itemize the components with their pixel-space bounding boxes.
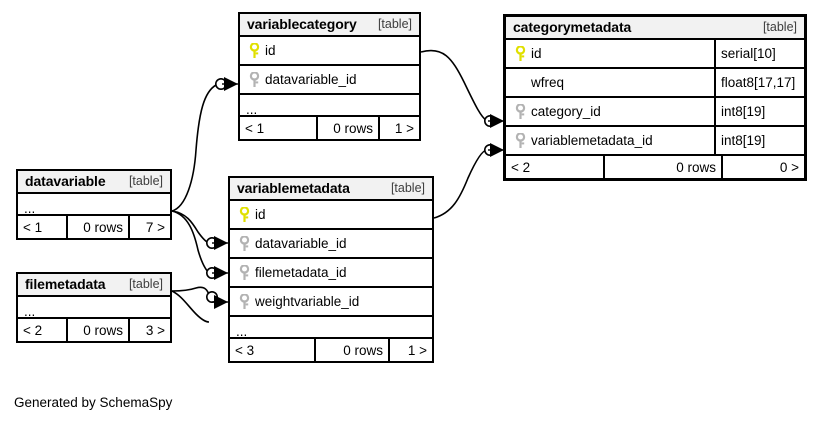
table-footer: < 1 0 rows 1 > xyxy=(240,117,419,139)
primary-key-icon xyxy=(512,45,529,62)
table-title: datavariable xyxy=(25,173,106,189)
footer-row-count: 0 rows xyxy=(603,156,721,178)
table-row[interactable]: wfreq float8[17,17] xyxy=(506,69,804,98)
table-row[interactable]: variablemetadata_id int8[19] xyxy=(506,127,804,156)
column-name: wfreq xyxy=(531,75,565,90)
table-header: datavariable [table] xyxy=(18,171,170,194)
footer-left-count[interactable]: < 3 xyxy=(235,342,255,358)
table-type-tag: [table] xyxy=(128,277,163,291)
footer-right-count[interactable]: 1 > xyxy=(378,117,419,139)
footer-right-count[interactable]: 1 > xyxy=(388,339,432,361)
footer-row-count: 0 rows xyxy=(66,319,128,341)
column-name: id xyxy=(531,46,542,61)
footer-row-count: 0 rows xyxy=(314,339,388,361)
ellipsis-label: ... xyxy=(24,304,36,319)
column-name: variablemetadata_id xyxy=(531,133,653,148)
footer-left-count[interactable]: < 2 xyxy=(511,159,531,175)
table-footer: < 1 0 rows 7 > xyxy=(18,216,170,238)
footer-right-count[interactable]: 0 > xyxy=(721,156,804,178)
table-header: variablemetadata [table] xyxy=(230,178,432,201)
column-cell: wfreq xyxy=(506,75,714,90)
table-footer: < 3 0 rows 1 > xyxy=(230,339,432,361)
foreign-key-icon xyxy=(236,293,253,310)
table-title: categorymetadata xyxy=(513,19,632,35)
table-type-tag: [table] xyxy=(762,20,797,34)
table-datavariable[interactable]: datavariable [table] ... < 1 0 rows 7 > xyxy=(16,169,172,240)
foreign-key-icon xyxy=(236,235,253,252)
table-variablecategory[interactable]: variablecategory [table] id xyxy=(238,12,421,141)
footer-left-count[interactable]: < 1 xyxy=(245,120,265,136)
more-columns-indicator: ... xyxy=(230,317,432,339)
table-filemetadata[interactable]: filemetadata [table] ... < 2 0 rows 3 > xyxy=(16,272,172,343)
more-columns-indicator: ... xyxy=(18,194,170,216)
column-name: id xyxy=(255,207,266,222)
table-title: variablecategory xyxy=(247,16,357,32)
table-row[interactable]: id serial[10] xyxy=(506,40,804,69)
table-type-tag: [table] xyxy=(377,17,412,31)
more-columns-indicator: ... xyxy=(18,297,170,319)
table-row[interactable]: datavariable_id xyxy=(230,230,432,259)
column-name: id xyxy=(265,43,276,58)
foreign-key-icon xyxy=(512,103,529,120)
table-title: variablemetadata xyxy=(237,180,350,196)
column-cell: id xyxy=(506,45,714,62)
footer-right-count[interactable]: 3 > xyxy=(128,319,170,341)
table-row[interactable]: datavariable_id xyxy=(240,66,419,95)
table-row[interactable]: id xyxy=(240,37,419,66)
footer-right-count[interactable]: 7 > xyxy=(128,216,170,238)
table-footer: < 2 0 rows 3 > xyxy=(18,319,170,341)
generated-by-caption: Generated by SchemaSpy xyxy=(14,395,173,410)
column-cell: id xyxy=(240,42,419,59)
column-name: filemetadata_id xyxy=(255,265,347,280)
footer-left-count[interactable]: < 1 xyxy=(23,219,43,235)
table-variablemetadata[interactable]: variablemetadata [table] id xyxy=(228,176,434,363)
foreign-key-icon xyxy=(236,264,253,281)
ellipsis-label: ... xyxy=(24,201,36,216)
column-cell: category_id xyxy=(506,103,714,120)
column-cell: variablemetadata_id xyxy=(506,132,714,149)
table-row[interactable]: filemetadata_id xyxy=(230,259,432,288)
column-name: datavariable_id xyxy=(255,236,347,251)
table-type-tag: [table] xyxy=(128,174,163,188)
ellipsis-label: ... xyxy=(236,324,248,339)
column-name: category_id xyxy=(531,104,601,119)
footer-row-count: 0 rows xyxy=(66,216,128,238)
column-cell: filemetadata_id xyxy=(230,264,432,281)
table-categorymetadata[interactable]: categorymetadata [table] id serial[10] w… xyxy=(503,14,807,181)
table-title: filemetadata xyxy=(25,276,106,292)
table-row[interactable]: category_id int8[19] xyxy=(506,98,804,127)
table-row[interactable]: weightvariable_id xyxy=(230,288,432,317)
column-type: float8[17,17] xyxy=(714,69,804,96)
primary-key-icon xyxy=(236,206,253,223)
footer-left-count[interactable]: < 2 xyxy=(23,322,43,338)
table-header: categorymetadata [table] xyxy=(506,17,804,40)
foreign-key-icon xyxy=(246,71,263,88)
footer-row-count: 0 rows xyxy=(316,117,378,139)
more-columns-indicator: ... xyxy=(240,95,419,117)
column-type: int8[19] xyxy=(714,98,804,125)
table-type-tag: [table] xyxy=(390,181,425,195)
table-header: filemetadata [table] xyxy=(18,274,170,297)
foreign-key-icon xyxy=(512,132,529,149)
column-cell: id xyxy=(230,206,432,223)
column-name: datavariable_id xyxy=(265,72,357,87)
ellipsis-label: ... xyxy=(246,102,258,117)
table-footer: < 2 0 rows 0 > xyxy=(506,156,804,178)
column-cell: weightvariable_id xyxy=(230,293,432,310)
column-type: serial[10] xyxy=(714,40,804,67)
column-cell: datavariable_id xyxy=(240,71,419,88)
column-cell: datavariable_id xyxy=(230,235,432,252)
table-row[interactable]: id xyxy=(230,201,432,230)
table-header: variablecategory [table] xyxy=(240,14,419,37)
column-name: weightvariable_id xyxy=(255,294,360,309)
primary-key-icon xyxy=(246,42,263,59)
column-type: int8[19] xyxy=(714,127,804,154)
